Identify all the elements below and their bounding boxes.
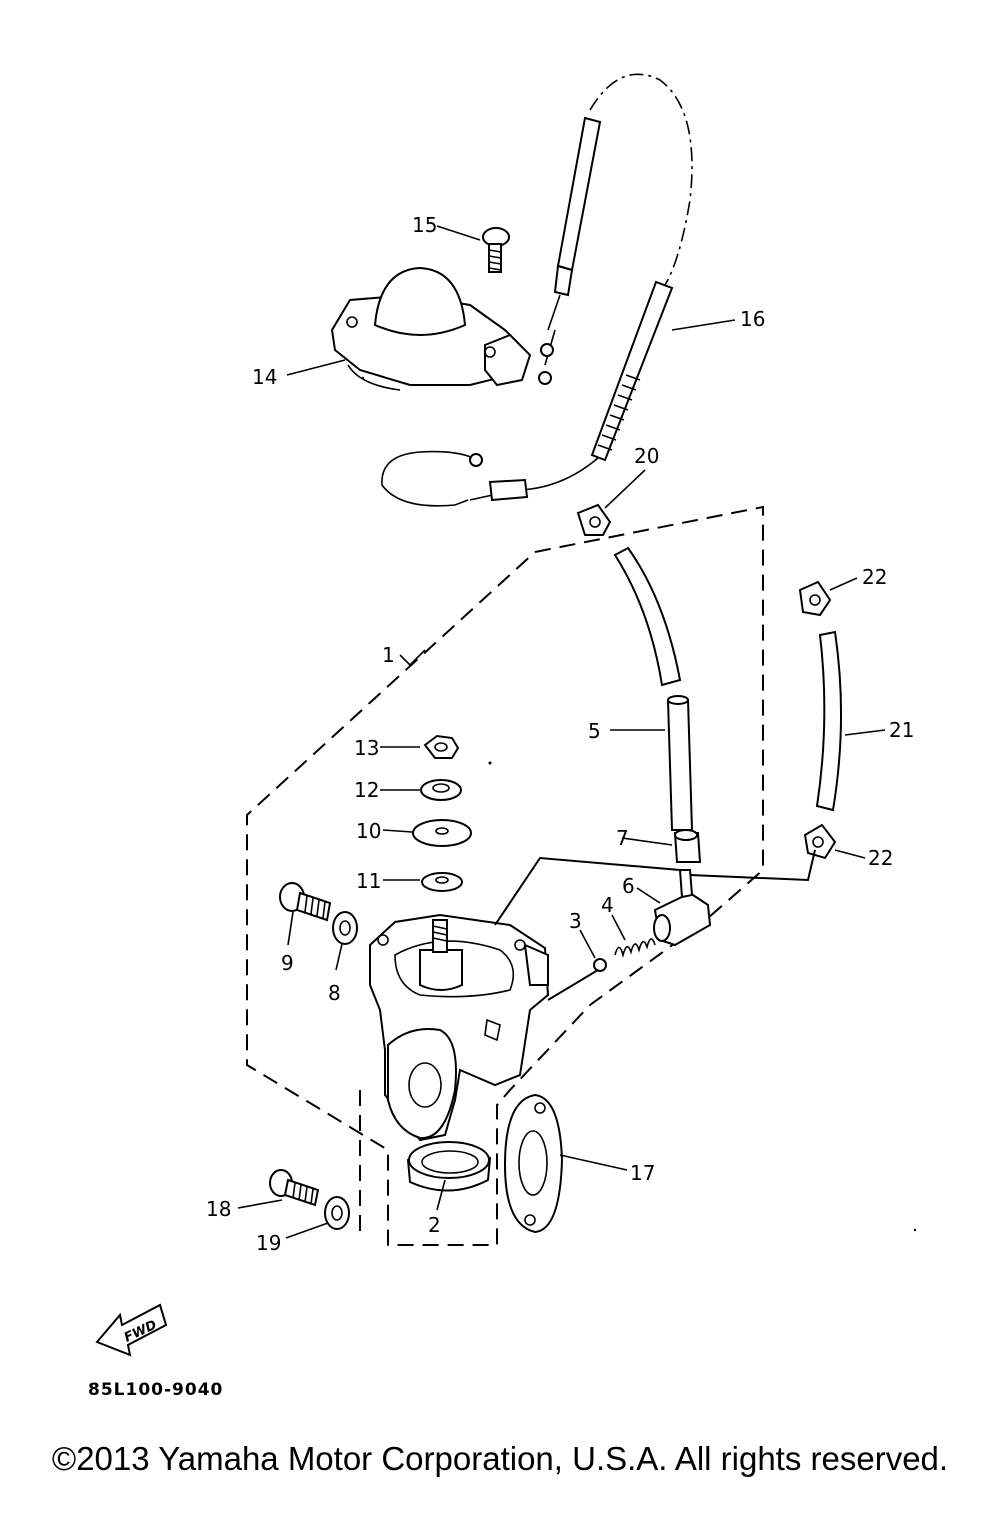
bolt-part-18 <box>269 1169 320 1207</box>
leader-lines <box>237 225 886 1239</box>
callout-21: 21 <box>889 718 914 742</box>
callout-7: 7 <box>616 826 629 850</box>
callout-19: 19 <box>256 1231 281 1255</box>
washer-part-12 <box>420 779 462 801</box>
callout-15: 15 <box>412 213 437 237</box>
hose-upper <box>613 546 682 687</box>
clamp-part-22-lower <box>803 823 837 860</box>
callout-10: 10 <box>356 819 381 843</box>
callout-3: 3 <box>569 909 582 933</box>
clamp-part-20 <box>576 503 612 536</box>
callout-13: 13 <box>354 736 379 760</box>
callout-8: 8 <box>328 981 341 1005</box>
cover-part-14 <box>330 266 532 391</box>
callout-5: 5 <box>588 719 601 743</box>
washer-part-11 <box>421 872 463 892</box>
cable-part-16 <box>381 73 693 507</box>
washer-part-19 <box>324 1196 350 1230</box>
callout-18: 18 <box>206 1197 231 1221</box>
gasket-part-17 <box>503 1093 564 1234</box>
callout-2: 2 <box>428 1213 441 1237</box>
seal-part-2 <box>406 1141 492 1192</box>
diagram-code: 85L100-9040 <box>88 1380 223 1400</box>
callout-4: 4 <box>601 893 614 917</box>
callout-14: 14 <box>252 365 277 389</box>
nut-part-13 <box>423 734 460 759</box>
screw-part-15 <box>482 227 510 273</box>
callout-1: 1 <box>382 643 395 667</box>
callout-11: 11 <box>356 869 381 893</box>
hose-part-5 <box>666 695 694 831</box>
washer-part-8 <box>332 911 358 945</box>
clamp-part-7 <box>673 829 702 863</box>
callout-22-lower: 22 <box>868 846 893 870</box>
bolt-part-9 <box>279 882 332 922</box>
fwd-arrow-icon: FWD <box>95 1303 168 1357</box>
callout-16: 16 <box>740 307 765 331</box>
hose-part-21 <box>815 630 842 812</box>
callout-20: 20 <box>634 444 659 468</box>
pump-body-part-1 <box>369 913 550 1142</box>
callout-12: 12 <box>354 778 379 802</box>
callout-6: 6 <box>622 874 635 898</box>
washer-part-10 <box>412 819 472 847</box>
copyright-notice: ©2013 Yamaha Motor Corporation, U.S.A. A… <box>51 1440 949 1477</box>
clamp-part-22-upper <box>798 580 832 617</box>
fitting-part-6 <box>653 869 712 947</box>
callout-9: 9 <box>281 951 294 975</box>
callout-17: 17 <box>630 1161 655 1185</box>
ball-part-3 <box>593 958 607 972</box>
assembly-outline <box>246 505 764 1246</box>
routing-lines <box>494 849 816 1001</box>
callout-22-upper: 22 <box>862 565 887 589</box>
spring-part-4 <box>614 938 656 959</box>
